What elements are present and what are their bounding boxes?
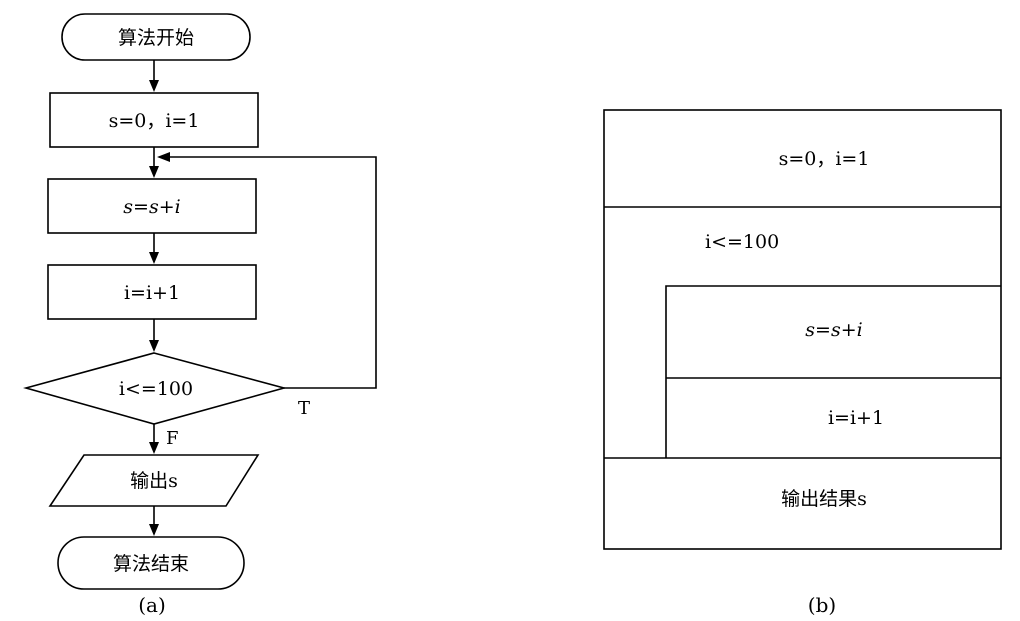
arrowhead-init xyxy=(149,80,159,92)
start-terminator xyxy=(61,13,251,61)
end-label: 算法结束 xyxy=(113,553,189,575)
ns-inc-label: i=i+1 xyxy=(828,407,884,429)
arrowhead-output xyxy=(149,442,159,454)
ns-outer-frame xyxy=(603,109,1002,550)
false-label: F xyxy=(166,428,179,449)
inc-label: i=i+1 xyxy=(124,282,180,304)
sum-box xyxy=(47,178,257,234)
arrowhead-loop xyxy=(157,152,170,162)
ns-loop-body-frame xyxy=(665,285,1001,458)
loop-back-line xyxy=(168,156,377,389)
output-parallelogram xyxy=(48,454,260,507)
arrowhead-cond xyxy=(149,340,159,352)
start-label: 算法开始 xyxy=(118,27,194,49)
output-label: 输出s xyxy=(130,470,178,492)
ns-sum-label: s=s+i xyxy=(805,319,862,341)
sum-label: s=s+i xyxy=(123,196,180,218)
ns-output-label: 输出结果s xyxy=(781,488,867,510)
end-terminator xyxy=(57,536,245,590)
ns-loop-condition: i<=100 xyxy=(705,231,779,253)
ns-diagram-b: s=0，i=1 i<=100 s=s+i i=i+1 输出结果s (b) xyxy=(603,109,1002,617)
condition-label: i<=100 xyxy=(119,378,193,400)
caption-b: (b) xyxy=(808,593,836,617)
arrowhead-sum xyxy=(149,166,159,178)
arrowhead-end xyxy=(149,524,159,536)
init-box xyxy=(49,92,259,148)
arrowhead-inc xyxy=(149,252,159,264)
flowchart-a: 算法开始 s=0，i=1 s=s+i i=i+1 i<=100 T xyxy=(23,13,377,617)
inc-box xyxy=(47,264,257,320)
ns-init-label: s=0，i=1 xyxy=(779,148,870,170)
init-label: s=0，i=1 xyxy=(109,110,200,132)
true-label: T xyxy=(298,398,310,419)
caption-a: (a) xyxy=(138,593,166,617)
